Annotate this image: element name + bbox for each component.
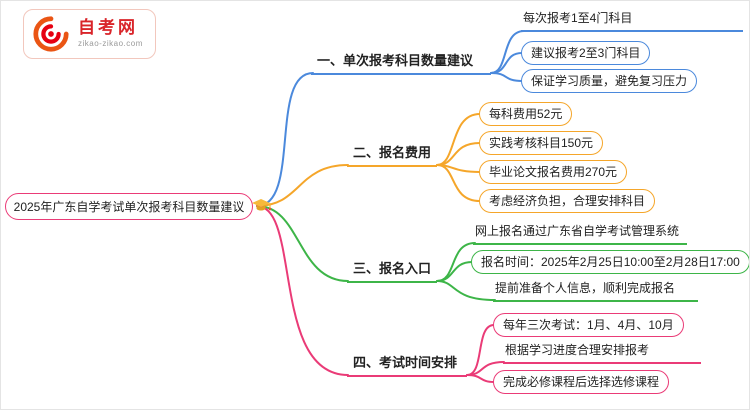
connector-b2-c2 xyxy=(436,142,481,166)
logo-title: 自考网 xyxy=(78,18,138,38)
branch4-child3[interactable]: 完成必修课程后选择选修课程 xyxy=(493,370,670,394)
branch2-child4[interactable]: 考虑经济负担，合理安排科目 xyxy=(479,189,656,213)
connector-b1-c3 xyxy=(490,72,523,82)
connector-b3-c3 xyxy=(436,280,496,301)
connector-root-branch1 xyxy=(256,72,314,207)
branch3-child1[interactable]: 网上报名通过广东省自学考试管理系统 xyxy=(473,222,688,245)
logo-domain: zikao-zikao.com xyxy=(78,38,143,48)
root-node[interactable]: 2025年广东自学考试单次报考科目数量建议 xyxy=(5,193,253,220)
connector-b2-c3 xyxy=(436,164,481,173)
branch4-child2[interactable]: 根据学习进度合理安排报考 xyxy=(503,341,701,364)
graduation-cap-icon xyxy=(251,196,272,216)
connector-b4-c1 xyxy=(466,324,495,376)
branch1-child1[interactable]: 每次报考1至4门科目 xyxy=(521,9,743,32)
connector-b2-c1 xyxy=(436,113,481,166)
connector-root-branch4 xyxy=(256,205,349,376)
branch3-child3[interactable]: 提前准备个人信息，顺利完成报名 xyxy=(493,279,698,302)
branch2-child3[interactable]: 毕业论文报名费用270元 xyxy=(479,160,628,184)
connector-b3-c2 xyxy=(436,261,473,282)
branch-subject-count[interactable]: 一、单次报考科目数量建议 xyxy=(311,50,491,75)
branch2-child2[interactable]: 实践考核科目150元 xyxy=(479,131,604,155)
connector-root-branch3 xyxy=(256,205,349,282)
connector-b1-c1 xyxy=(490,30,525,74)
branch-registration-entry[interactable]: 三、报名入口 xyxy=(347,258,437,283)
connector-b4-c3 xyxy=(466,374,495,383)
connector-b2-c4 xyxy=(436,164,481,202)
logo-swirl-icon xyxy=(32,15,70,53)
connector-b3-c1 xyxy=(436,242,476,282)
branch3-child2[interactable]: 报名时间：2025年2月25日10:00至2月28日17:00 xyxy=(471,250,749,274)
branch1-child2[interactable]: 建议报考2至3门科目 xyxy=(521,41,651,65)
branch2-child1[interactable]: 每科费用52元 xyxy=(479,102,573,126)
branch1-child3[interactable]: 保证学习质量，避免复习压力 xyxy=(521,69,698,93)
connector-b1-c2 xyxy=(490,52,523,74)
branch-exam-schedule[interactable]: 四、考试时间安排 xyxy=(347,352,467,377)
site-logo[interactable]: 自考网 zikao-zikao.com xyxy=(23,9,156,59)
branch-fees[interactable]: 二、报名费用 xyxy=(347,142,437,167)
branch4-child1[interactable]: 每年三次考试：1月、4月、10月 xyxy=(493,313,684,337)
